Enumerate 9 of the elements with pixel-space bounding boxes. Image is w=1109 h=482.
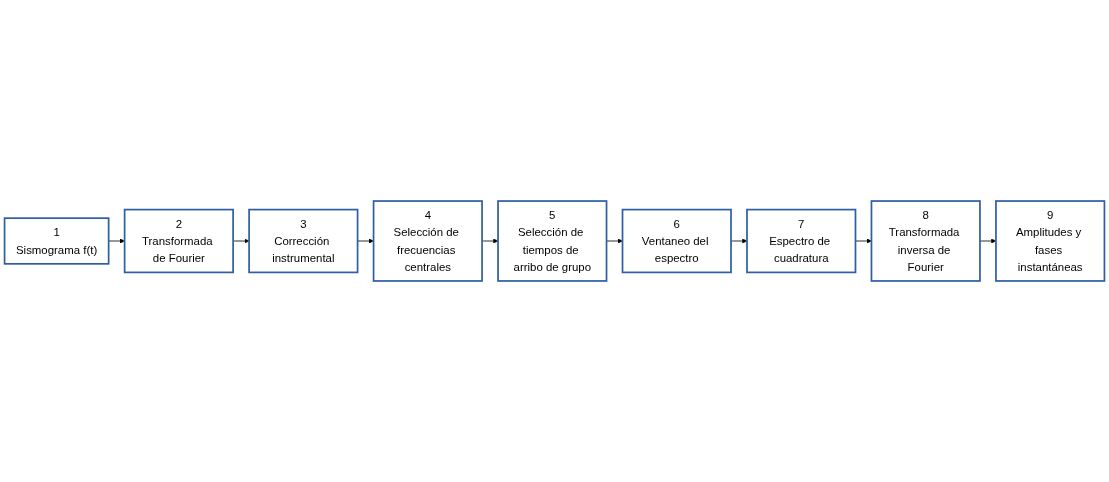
node-box: 7 Espectro de cuadratura	[746, 208, 857, 274]
node-box: 4 Selección de frecuencias centrales	[372, 200, 483, 282]
node-box: 6 Ventaneo del espectro	[621, 208, 732, 274]
node-box: 5 Selección de tiempos de arribo de grupo	[497, 200, 608, 282]
node-box: 1 Sismograma f(t)	[3, 217, 110, 265]
node-box: 9 Amplitudes y fases instantáneas	[995, 200, 1106, 282]
node-box: 8 Transformada inversa de Fourier	[870, 200, 981, 282]
node-box: 3 Corrección instrumental	[248, 208, 359, 274]
node-box: 2 Transformada de Fourier	[123, 208, 234, 274]
